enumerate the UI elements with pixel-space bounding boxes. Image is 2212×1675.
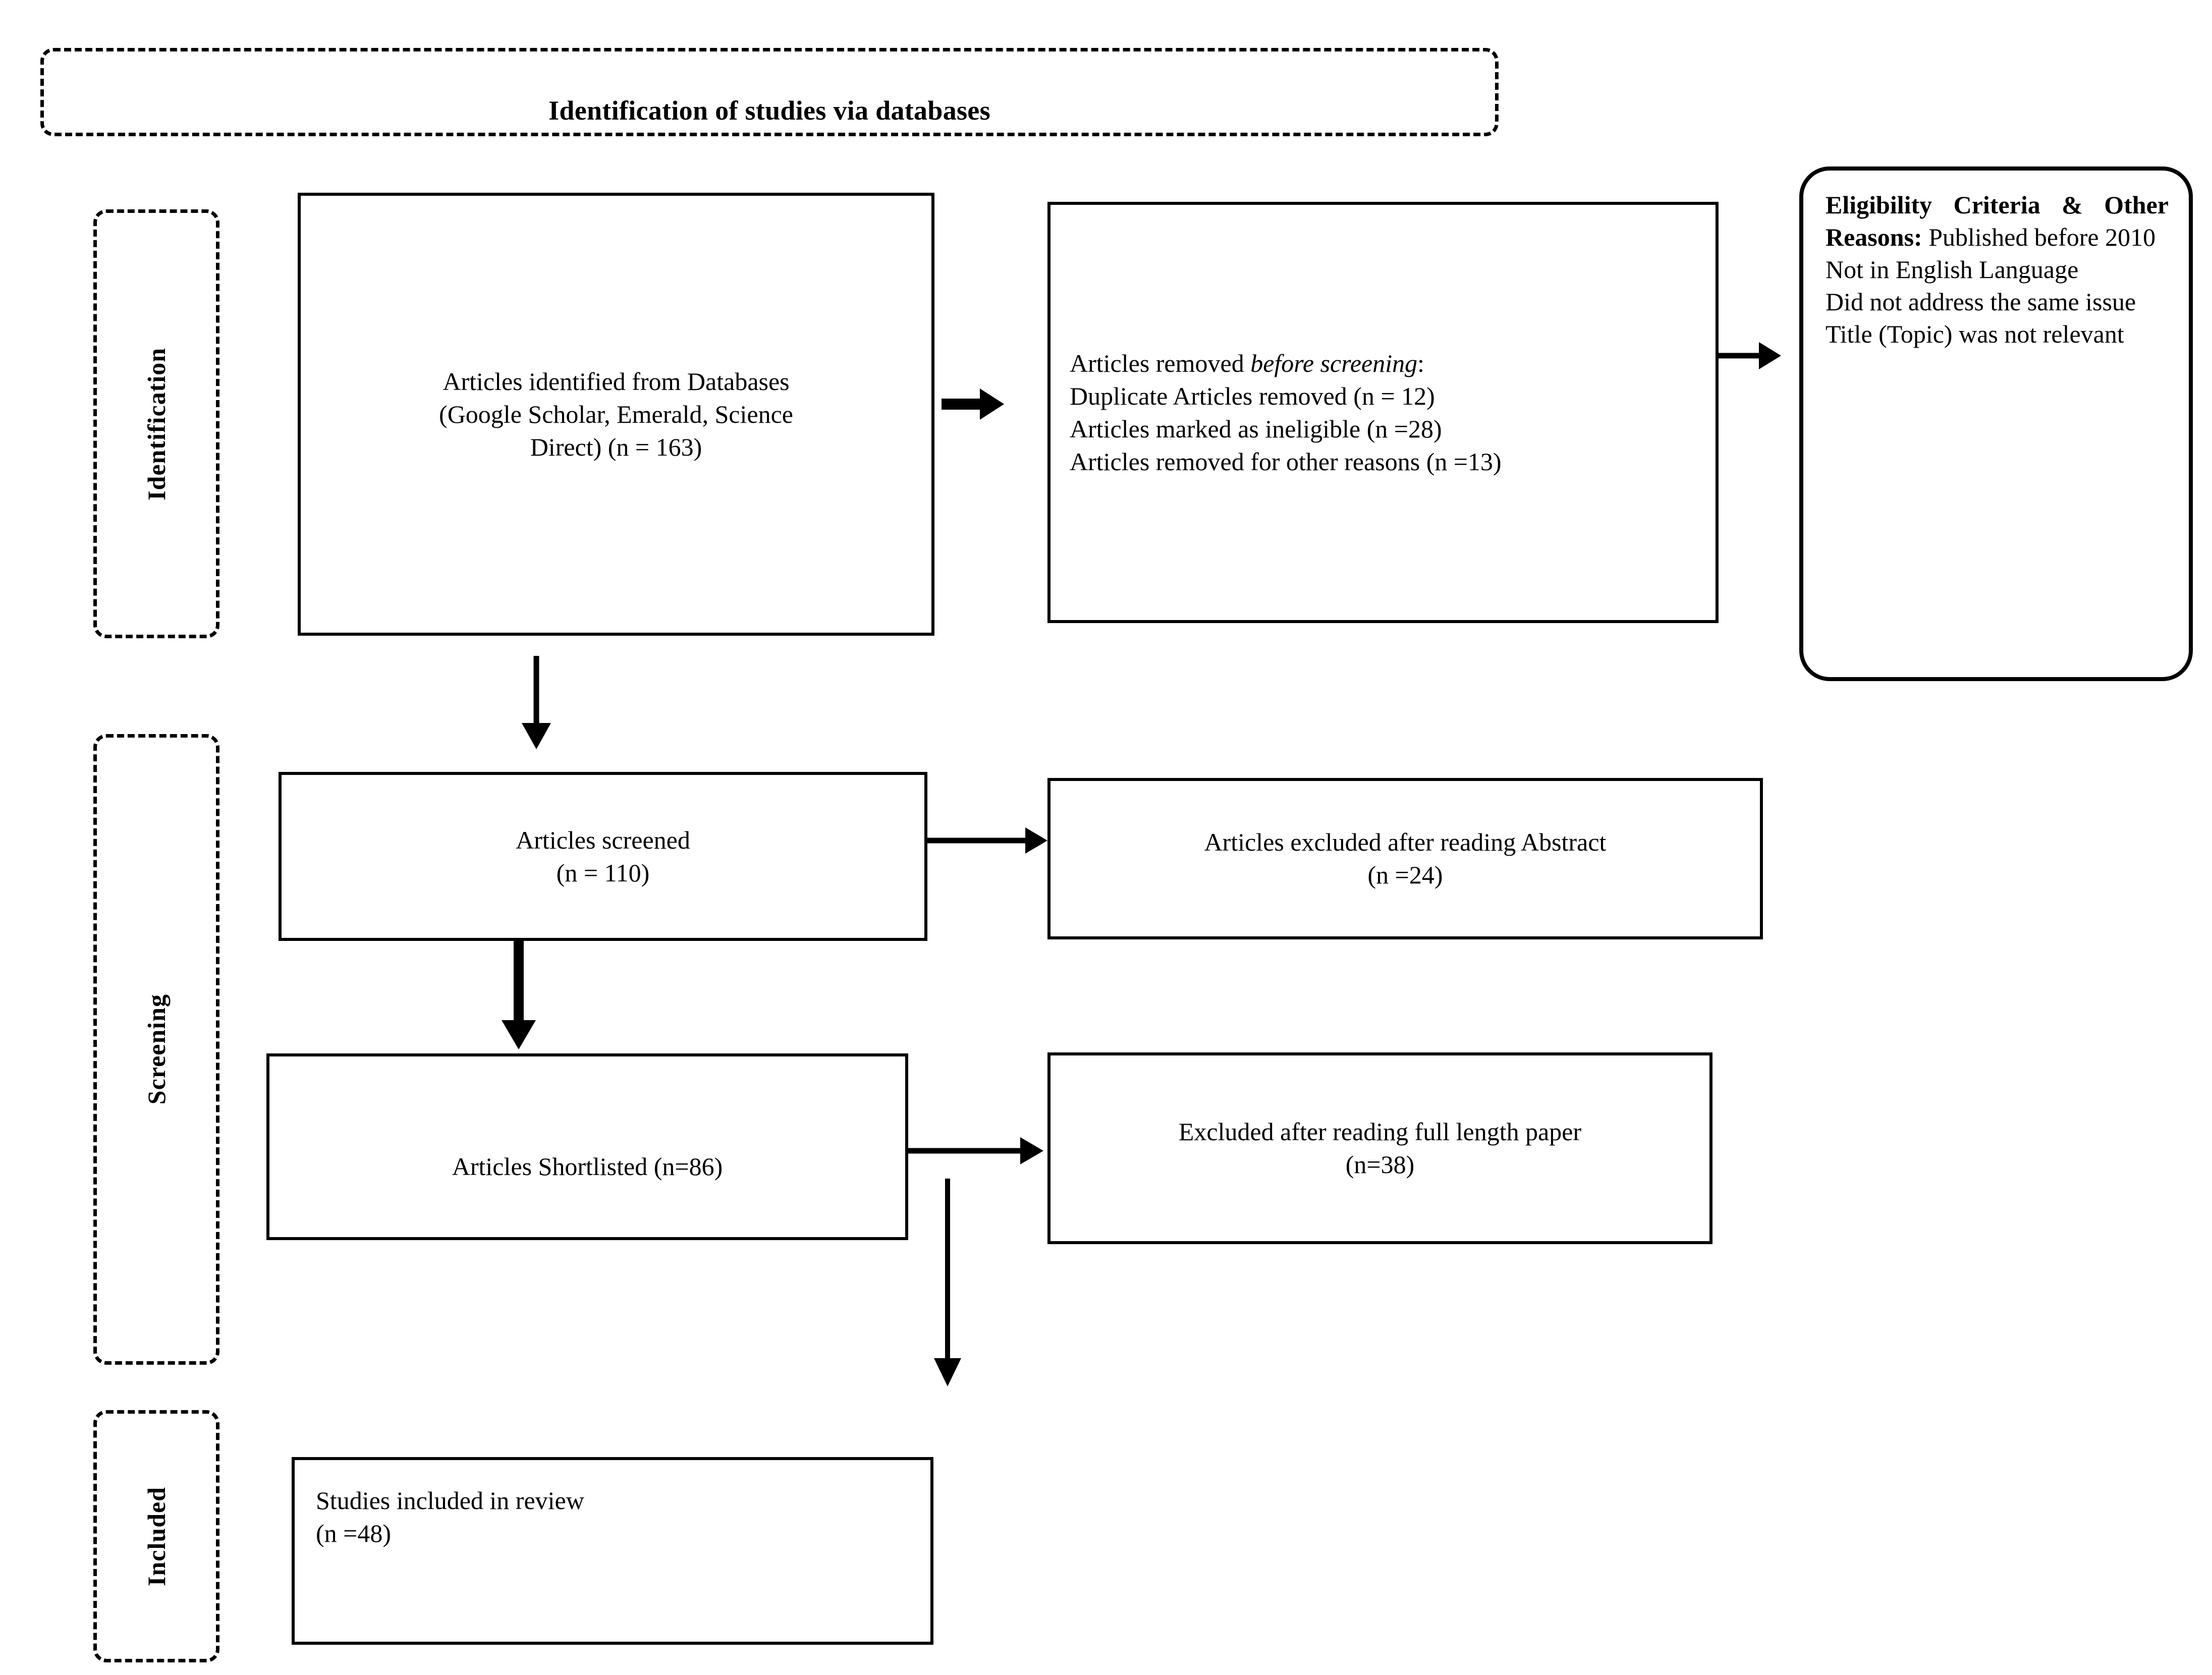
eligibility-heading: Eligibility Criteria & Other Reasons:	[1826, 191, 2169, 251]
arrow-shaft	[1716, 353, 1762, 359]
arrow-head	[980, 388, 1004, 420]
arrow-shaft	[514, 939, 524, 1023]
box-excluded-after-fulltext: Excluded after reading full length paper…	[1047, 1052, 1712, 1244]
arrow-screened-to-excluded-abstract	[927, 826, 1047, 855]
arrow-head	[1025, 827, 1047, 854]
included-line-2: (n =48)	[316, 1519, 391, 1547]
box-excluded-after-abstract-text: Articles excluded after reading Abstract…	[1050, 826, 1760, 891]
stage-label-included-text: Included	[142, 1486, 171, 1586]
identified-line-2: (Google Scholar, Emerald, Science	[439, 400, 793, 428]
stage-label-included: Included	[93, 1410, 219, 1662]
arrow-shortlisted-to-included	[927, 1179, 968, 1386]
arrow-head	[934, 1358, 961, 1386]
box-articles-identified-text: Articles identified from Databases (Goog…	[301, 365, 931, 464]
box-studies-included-in-review: Studies included in review (n =48)	[292, 1457, 933, 1645]
stage-label-screening-text: Screening	[142, 994, 171, 1105]
excluded-fulltext-line-1: Excluded after reading full length paper	[1178, 1118, 1582, 1146]
removed-line-ineligible: Articles marked as ineligible (n =28)	[1070, 414, 1442, 443]
box-excluded-after-abstract: Articles excluded after reading Abstract…	[1047, 778, 1763, 939]
arrow-identified-to-screened	[515, 656, 558, 749]
box-articles-screened: Articles screened (n = 110)	[279, 772, 927, 941]
arrow-shaft	[533, 656, 539, 727]
box-eligibility-criteria-text: Eligibility Criteria & Other Reasons: Pu…	[1803, 171, 2189, 350]
box-articles-removed-text: Articles removed before screening: Dupli…	[1070, 347, 1697, 478]
box-articles-removed-before-screening: Articles removed before screening: Dupli…	[1047, 202, 1719, 623]
arrow-head	[1759, 342, 1781, 369]
excluded-abstract-line-1: Articles excluded after reading Abstract	[1204, 828, 1607, 856]
removed-heading: Articles removed before screening:	[1070, 349, 1425, 377]
box-studies-included-text: Studies included in review (n =48)	[316, 1484, 915, 1550]
box-articles-shortlisted-text: Articles Shortlisted (n=86)	[269, 1111, 905, 1183]
stage-label-screening: Screening	[93, 734, 219, 1365]
stage-label-identification-text: Identification	[142, 347, 171, 500]
eligibility-reason-2: Not in English Language	[1826, 255, 2079, 284]
removed-line-duplicates: Duplicate Articles removed (n = 12)	[1070, 381, 1435, 410]
excluded-abstract-line-2: (n =24)	[1367, 861, 1443, 889]
arrow-removed-to-eligibility	[1716, 341, 1781, 370]
stage-label-identification: Identification	[93, 209, 219, 638]
eligibility-reason-1: Published before 2010	[1928, 223, 2156, 251]
arrow-shortlisted-to-excluded-fulltext	[908, 1136, 1043, 1165]
identified-line-1: Articles identified from Databases	[443, 367, 790, 396]
identified-line-3: Direct) (n = 163)	[530, 432, 702, 461]
box-articles-identified: Articles identified from Databases (Goog…	[298, 193, 934, 636]
box-eligibility-criteria: Eligibility Criteria & Other Reasons: Pu…	[1799, 166, 2193, 681]
excluded-fulltext-line-2: (n=38)	[1345, 1150, 1415, 1179]
shortlisted-line-1: Articles Shortlisted (n=86)	[452, 1152, 723, 1181]
arrow-identified-to-removed	[942, 388, 1004, 420]
removed-heading-italic: before screening	[1250, 349, 1418, 377]
removed-line-other: Articles removed for other reasons (n =1…	[1070, 447, 1502, 476]
eligibility-reason-3: Did not address the same issue	[1826, 288, 2136, 316]
arrow-head	[1020, 1137, 1043, 1164]
arrow-head	[502, 1020, 536, 1049]
arrow-shaft	[945, 1179, 950, 1358]
screened-line-2: (n = 110)	[556, 858, 650, 887]
included-line-1: Studies included in review	[316, 1486, 584, 1515]
arrow-shaft	[927, 837, 1026, 844]
box-excluded-after-fulltext-text: Excluded after reading full length paper…	[1050, 1115, 1709, 1181]
arrow-head	[522, 723, 551, 749]
arrow-shaft	[908, 1148, 1020, 1154]
arrow-shaft	[942, 399, 990, 410]
diagram-header-banner: Identification of studies via databases	[40, 48, 1499, 136]
box-articles-screened-text: Articles screened (n = 110)	[282, 824, 924, 889]
diagram-title: Identification of studies via databases	[548, 95, 990, 126]
eligibility-reason-4: Title (Topic) was not relevant	[1826, 320, 2124, 348]
screened-line-1: Articles screened	[516, 825, 690, 854]
box-articles-shortlisted: Articles Shortlisted (n=86)	[266, 1053, 908, 1240]
arrow-screened-to-shortlisted	[495, 939, 542, 1049]
